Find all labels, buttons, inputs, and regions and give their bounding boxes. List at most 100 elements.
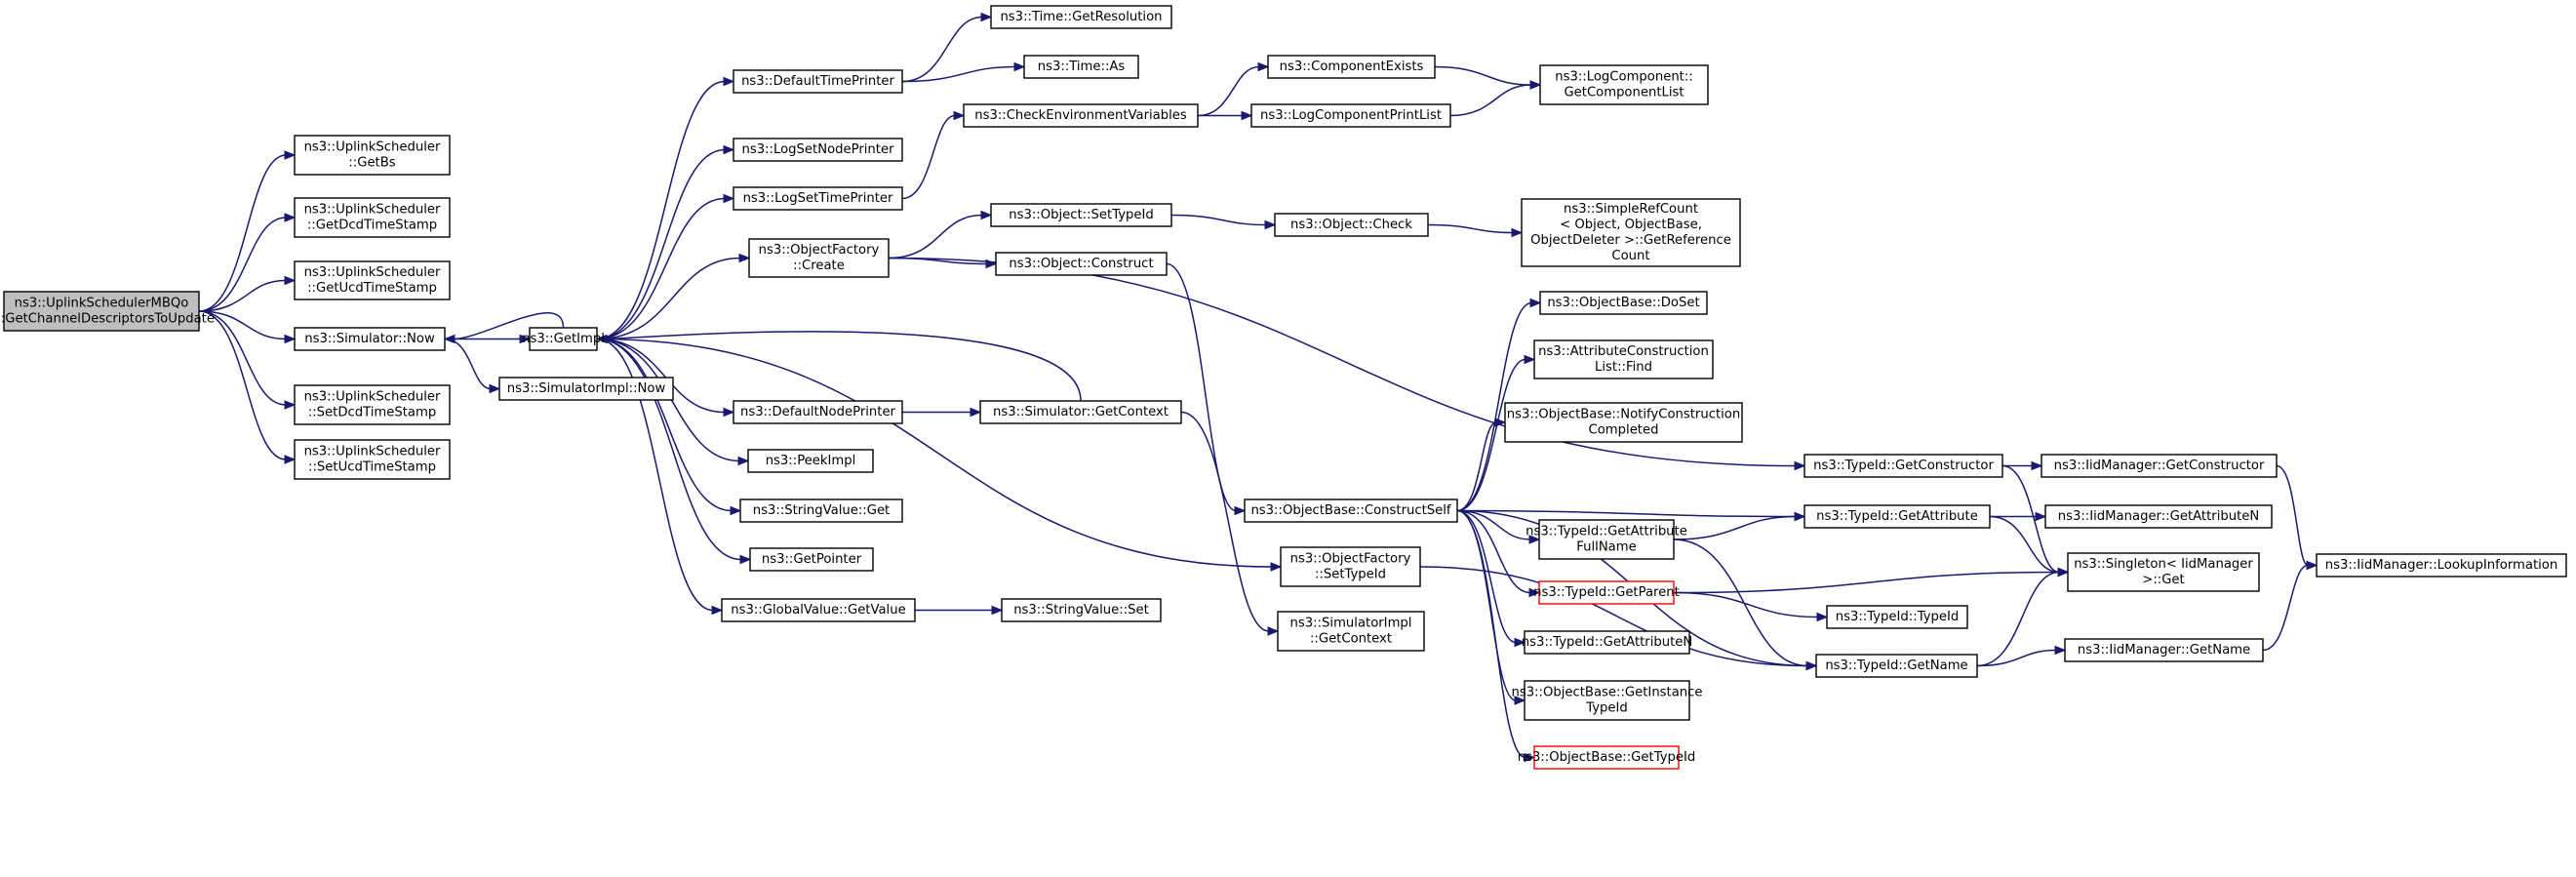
edge-obconstructself-to-obnotify [1456, 418, 1507, 512]
node-label: ns3::ObjectBase::NotifyConstruction [1507, 408, 1740, 422]
node-label: ns3::DefaultTimePrinter [741, 74, 894, 89]
node-getdcd[interactable]: ns3::UplinkScheduler::GetDcdTimeStamp [294, 197, 451, 238]
node-label: ns3::Singleton< IidManager [2074, 557, 2253, 572]
node-label: ::Create [793, 259, 845, 273]
edge-objcheck-to-srcgrc [1427, 223, 1524, 238]
node-srcgrc[interactable]: ns3::SimpleRefCount< Object, ObjectBase,… [1521, 198, 1741, 267]
node-iidgetname[interactable]: ns3::IidManager::GetName [2064, 638, 2264, 662]
node-simgetctx[interactable]: ns3::Simulator::GetContext [979, 400, 1182, 424]
node-label: ::GetBs [348, 156, 395, 171]
node-label: ObjectDeleter >::GetReference [1530, 233, 1731, 248]
node-setdcd[interactable]: ns3::UplinkScheduler::SetDcdTimeStamp [294, 384, 451, 425]
node-label: ns3::TypeId::GetAttributeN [1522, 635, 1693, 650]
node-label: ns3::UplinkSchedulerMBQo [15, 297, 189, 311]
node-iidgetctor[interactable]: ns3::IidManager::GetConstructor [2041, 454, 2278, 478]
node-lsnp[interactable]: ns3::LogSetNodePrinter [733, 138, 903, 162]
node-label: ::GetContext [1310, 632, 1392, 647]
edge-root-to-getdcd [198, 213, 297, 312]
edge-gvgetvalue-to-svset [914, 605, 1004, 616]
node-objsettid[interactable]: ns3::Object::SetTypeId [990, 203, 1172, 227]
node-tidgetattrn[interactable]: ns3::TypeId::GetAttributeN [1522, 630, 1693, 655]
node-tidgetctor[interactable]: ns3::TypeId::GetConstructor [1803, 454, 2003, 478]
node-label: ns3::ComponentExists [1280, 60, 1424, 74]
node-tidgetparent[interactable]: ns3::TypeId::GetParent [1533, 580, 1680, 605]
node-label: ::SetTypeId [1315, 568, 1386, 582]
node-iidgetattrn[interactable]: ns3::IidManager::GetAttributeN [2044, 504, 2273, 529]
node-label: ns3::Object::Construct [1009, 257, 1153, 271]
node-label: ns3::Simulator::Now [304, 332, 435, 346]
node-simimplgetctx[interactable]: ns3::SimulatorImpl::GetContext [1277, 611, 1425, 652]
node-tidtid[interactable]: ns3::TypeId::TypeId [1826, 605, 1968, 629]
node-getbs[interactable]: ns3::UplinkScheduler::GetBs [294, 135, 451, 176]
node-ofsettid[interactable]: ns3::ObjectFactory::SetTypeId [1280, 546, 1421, 587]
node-setucd[interactable]: ns3::UplinkScheduler::SetUcdTimeStamp [294, 439, 451, 480]
node-tidgetname[interactable]: ns3::TypeId::GetName [1815, 654, 1978, 678]
node-label: FullName [1576, 540, 1636, 555]
node-dnp[interactable]: ns3::DefaultNodePrinter [733, 400, 903, 424]
node-obdoset[interactable]: ns3::ObjectBase::DoSet [1539, 291, 1708, 315]
node-label: ns3::DefaultNodePrinter [740, 405, 896, 419]
node-lcpl[interactable]: ns3::LogComponentPrintList [1250, 103, 1451, 128]
node-root[interactable]: ns3::UplinkSchedulerMBQoS::GetChannelDes… [0, 291, 215, 332]
node-label: ns3::Object::SetTypeId [1009, 208, 1154, 222]
node-label: ns3::PeekImpl [766, 454, 856, 468]
node-singleton[interactable]: ns3::Singleton< IidManager >::Get [2067, 552, 2260, 592]
edge-obconstructself-to-tidgetparent [1456, 509, 1541, 598]
node-label: ns3::IidManager::GetAttributeN [2058, 509, 2260, 524]
node-obgettid[interactable]: ns3::ObjectBase::GetTypeId [1518, 745, 1696, 770]
node-svget[interactable]: ns3::StringValue::Get [739, 498, 903, 523]
edge-getimpl-to-lsnp [596, 144, 735, 340]
edge-iidgetctor-to-iidlookup [2276, 464, 2318, 571]
node-label: ns3::UplinkScheduler [304, 140, 441, 155]
node-ofcreate[interactable]: ns3::ObjectFactory::Create [748, 238, 890, 278]
edge-getimpl-to-getpointer [596, 338, 752, 565]
edge-getimpl-to-simnow [443, 312, 565, 344]
node-iidlookup[interactable]: ns3::IidManager::LookupInformation [2316, 553, 2567, 578]
node-lcgcl[interactable]: ns3::LogComponent::GetComponentList [1539, 64, 1709, 105]
node-label: ns3::TypeId::TypeId [1836, 610, 1960, 624]
node-objcheck[interactable]: ns3::Object::Check [1274, 213, 1429, 237]
node-label: GetComponentList [1564, 86, 1684, 100]
node-obnotify[interactable]: ns3::ObjectBase::NotifyConstructionCompl… [1504, 402, 1743, 443]
node-tidgetattr[interactable]: ns3::TypeId::GetAttribute [1803, 504, 1991, 529]
edge-ofcreate-to-objsettid [888, 210, 993, 259]
node-getimpl[interactable]: ns3::GetImpl [522, 327, 605, 351]
node-label: ns3::TypeId::GetConstructor [1813, 458, 1994, 473]
node-obconstructself[interactable]: ns3::ObjectBase::ConstructSelf [1244, 498, 1458, 523]
node-objconstruct[interactable]: ns3::Object::Construct [995, 252, 1168, 276]
edge-root-to-setucd [198, 310, 297, 464]
node-label: ns3::TypeId::GetAttribute [1816, 509, 1978, 524]
node-simimplnow[interactable]: ns3::SimulatorImpl::Now [498, 377, 674, 401]
edge-obconstructself-to-obdoset [1456, 298, 1542, 512]
node-gvgetvalue[interactable]: ns3::GlobalValue::GetValue [721, 598, 916, 622]
node-dtp[interactable]: ns3::DefaultTimePrinter [733, 69, 903, 94]
edge-getimpl-to-ofsettid [596, 338, 1283, 572]
edge-tidgetattrfull-to-tidgetattr [1673, 511, 1806, 540]
node-timeas[interactable]: ns3::Time::As [1023, 55, 1139, 79]
node-svset[interactable]: ns3::StringValue::Set [1001, 598, 1162, 622]
node-simnow[interactable]: ns3::Simulator::Now [294, 327, 446, 351]
node-timeres[interactable]: ns3::Time::GetResolution [990, 5, 1172, 29]
node-peekimpl[interactable]: ns3::PeekImpl [747, 449, 874, 473]
node-compexists[interactable]: ns3::ComponentExists [1267, 55, 1436, 79]
node-label: ns3::StringValue::Set [1013, 603, 1149, 618]
edge-lcpl-to-lcgcl [1449, 80, 1542, 117]
edge-getimpl-to-ofcreate [596, 253, 751, 340]
node-getpointer[interactable]: ns3::GetPointer [749, 547, 874, 572]
node-lstp[interactable]: ns3::LogSetTimePrinter [733, 186, 903, 211]
edge-getimpl-to-svget [596, 338, 742, 516]
node-label: ns3::Time::As [1038, 60, 1126, 74]
edge-simnow-to-simimplnow [444, 338, 501, 394]
node-cev[interactable]: ns3::CheckEnvironmentVariables [963, 103, 1199, 128]
node-label: ns3::ObjectBase::GetInstance [1511, 686, 1702, 700]
edge-obconstructself-to-aclfind [1456, 354, 1536, 512]
node-label: ns3::GlobalValue::GetValue [731, 603, 905, 618]
node-getucd[interactable]: ns3::UplinkScheduler::GetUcdTimeStamp [294, 260, 451, 300]
edge-cev-to-lcpl [1198, 110, 1253, 121]
node-label: ns3::TypeId::GetAttribute [1526, 525, 1687, 539]
edge-tidgetctor-to-iidgetctor [2002, 460, 2043, 471]
